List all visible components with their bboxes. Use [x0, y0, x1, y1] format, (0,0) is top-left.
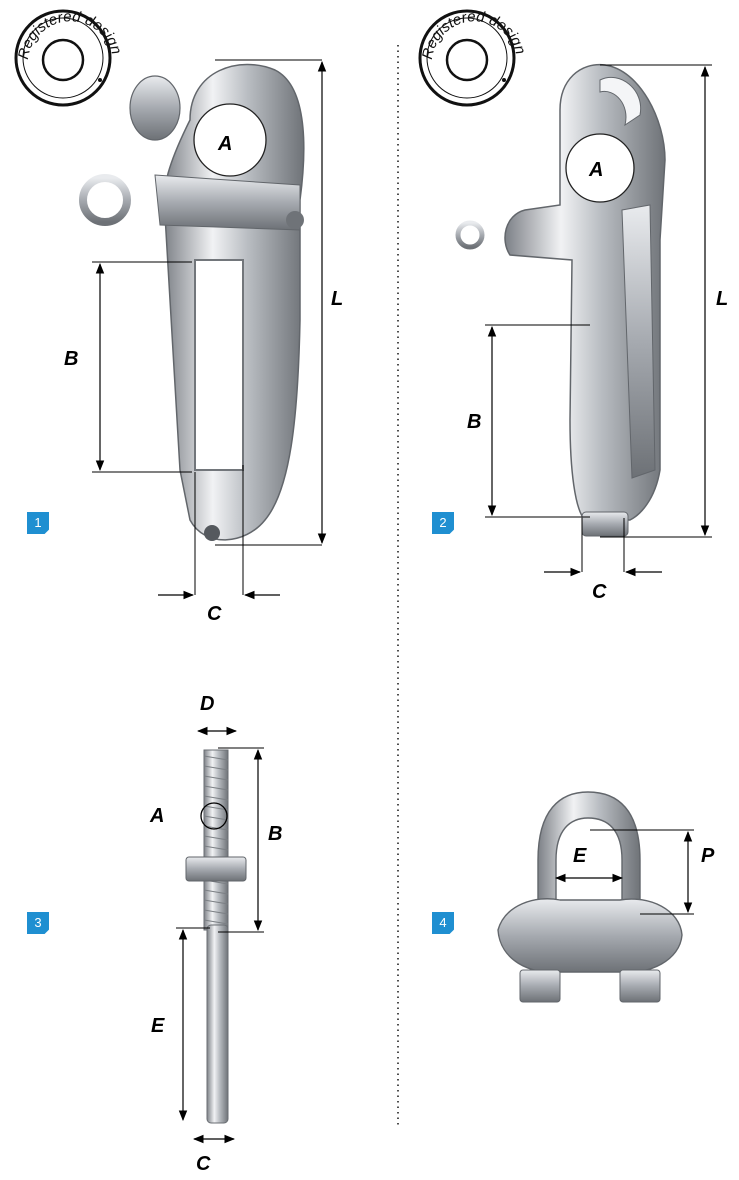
threaded-terminal-photo — [185, 749, 247, 1124]
label-d: D — [200, 693, 214, 715]
label-a: A — [217, 133, 232, 155]
dimension-lines-fig2 — [485, 64, 712, 577]
figure-2-snap-shackle: Registered design A L B C — [418, 8, 728, 603]
label-a: A — [149, 805, 164, 827]
label-c: C — [196, 1153, 211, 1175]
label-c: C — [592, 581, 607, 603]
label-c: C — [207, 603, 222, 625]
wire-rope-clip-photo — [497, 791, 683, 1003]
label-e: E — [573, 845, 587, 867]
figure-3-threaded-terminal: D A B E C — [149, 693, 282, 1175]
label-l: L — [716, 288, 728, 310]
dimension-lines-fig1 — [92, 59, 327, 600]
label-a: A — [588, 159, 603, 181]
label-e: E — [151, 1015, 165, 1037]
figure-number-badge: 4 — [432, 912, 454, 934]
label-l: L — [331, 288, 343, 310]
dimension-lines-fig3 — [176, 726, 264, 1144]
figure-number-badge: 2 — [432, 512, 454, 534]
snap-shackle-photo — [455, 63, 666, 537]
dimension-lines-fig4 — [554, 829, 694, 915]
label-b: B — [467, 411, 481, 433]
label-b: B — [268, 823, 282, 845]
snap-shackle-photo — [79, 63, 305, 541]
registered-design-stamp: Registered design — [14, 8, 125, 107]
figure-4-wire-rope-clip: E P — [497, 791, 715, 1003]
figure-1-snap-shackle: Registered design A L B — [14, 8, 343, 625]
registered-design-stamp: Registered design — [418, 8, 529, 107]
figure-number-badge: 1 — [27, 512, 49, 534]
figure-number-badge: 3 — [27, 912, 49, 934]
label-p: P — [701, 845, 715, 867]
label-b: B — [64, 348, 78, 370]
